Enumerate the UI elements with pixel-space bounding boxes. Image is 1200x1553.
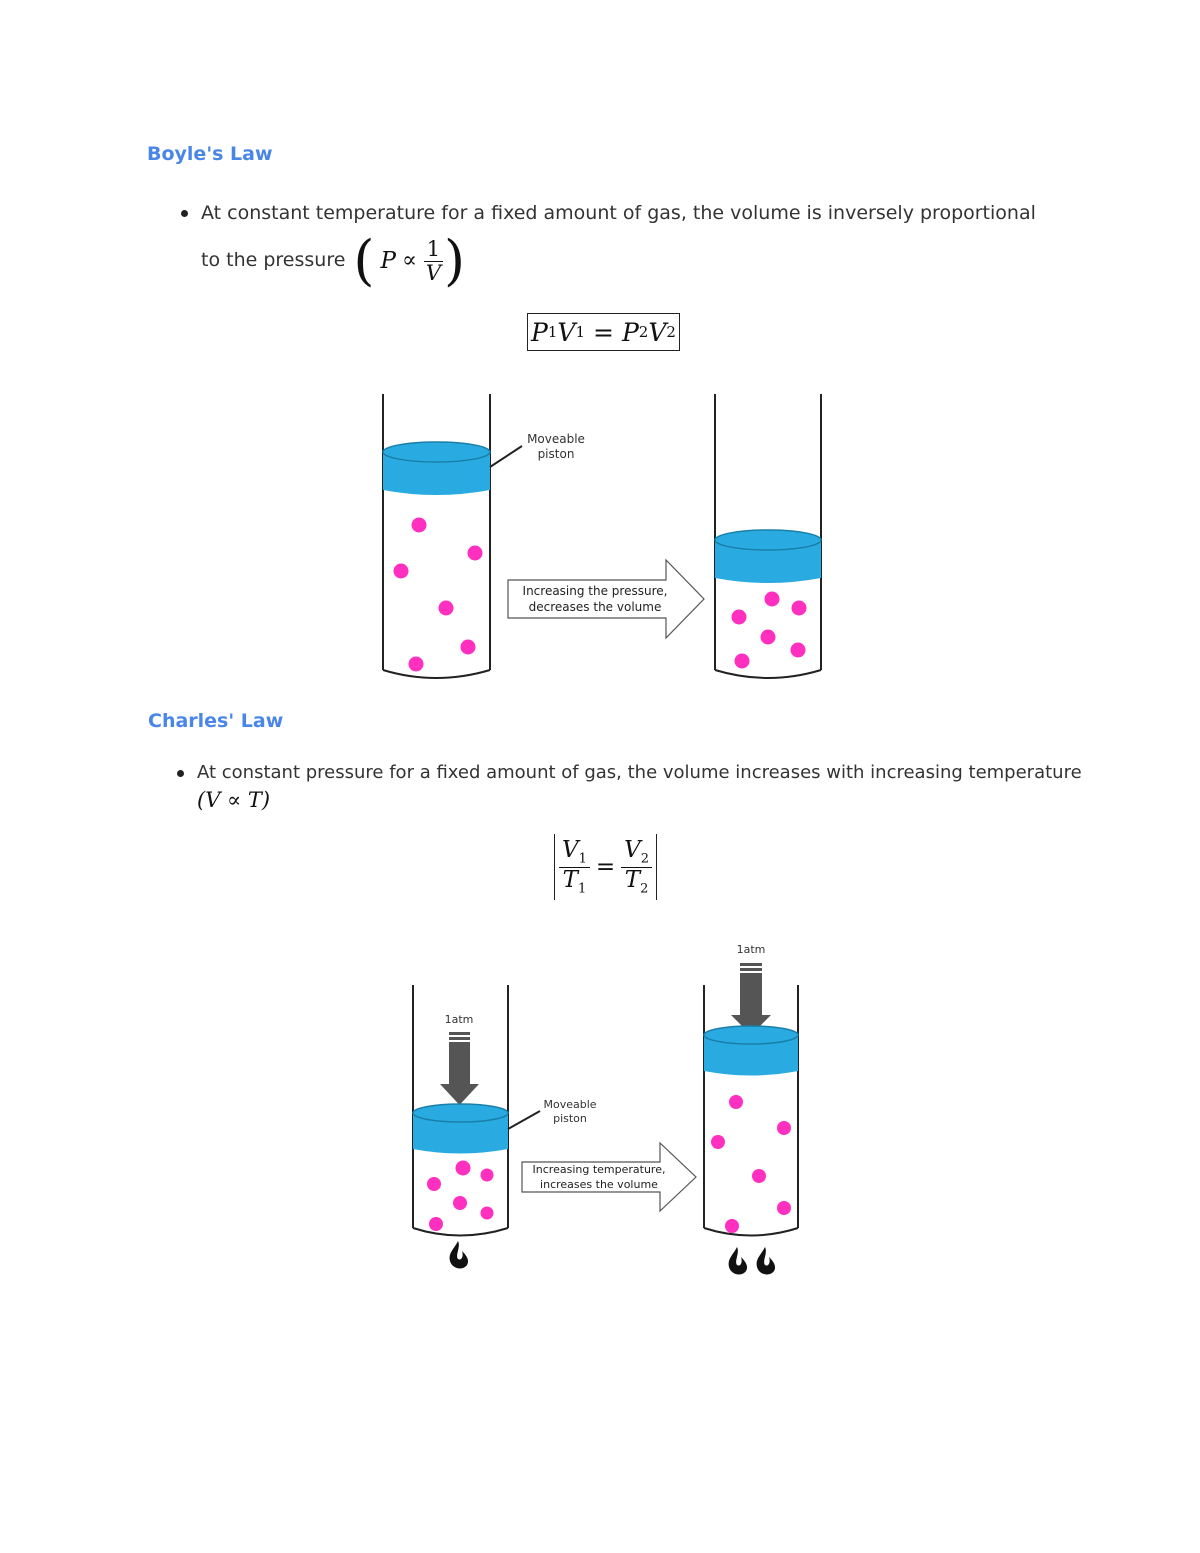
eq-t2-sub: 2 xyxy=(640,881,649,897)
pressure-label-right: 1atm xyxy=(737,943,766,956)
charles-equation: V1 T1 = V2 T2 xyxy=(554,834,657,900)
eq-t1-sub: 1 xyxy=(577,881,587,897)
eq-v1: V xyxy=(557,317,576,347)
eq-t1: T xyxy=(562,866,578,893)
eq-fraction-right: V2 T2 xyxy=(621,837,653,897)
flame-icon xyxy=(728,1247,748,1275)
piston-label-1: Moveable xyxy=(527,432,585,446)
flame-icon xyxy=(756,1247,776,1275)
eq-v1: V xyxy=(561,837,579,864)
left-particles xyxy=(393,517,483,672)
arrow-label-1: Increasing the pressure, xyxy=(523,584,668,598)
fraction-denominator: V xyxy=(425,260,442,285)
eq-v2: V xyxy=(624,837,641,864)
boyle-relation: ( P ∝ 1 V ) xyxy=(353,234,465,288)
arrow-label-2: increases the volume xyxy=(540,1178,658,1191)
relation-fraction: 1 V xyxy=(423,238,444,285)
eq-equals: = xyxy=(595,854,616,880)
arrow-label-2: decreases the volume xyxy=(529,600,662,614)
eq-v2-sub: 2 xyxy=(640,851,650,867)
right-particles xyxy=(731,591,807,669)
eq-v2-sub: 2 xyxy=(666,323,676,341)
eq-p1: P xyxy=(531,317,548,347)
piston-pointer-line xyxy=(489,445,523,468)
left-piston xyxy=(382,441,491,495)
right-particles xyxy=(711,1095,791,1233)
eq-v1-sub: 1 xyxy=(575,323,586,341)
relation-symbol: ∝ xyxy=(401,248,417,274)
boyle-heading: Boyle's Law xyxy=(147,143,273,165)
bullet-dot xyxy=(181,210,188,217)
left-piston xyxy=(412,1103,509,1154)
piston-pointer-line xyxy=(507,1110,541,1130)
pressure-arrow-right xyxy=(731,963,771,1035)
process-arrow xyxy=(521,1141,697,1213)
charles-bullet-line1: At constant pressure for a fixed amount … xyxy=(197,762,1082,783)
flame-icon xyxy=(449,1241,469,1269)
piston-label-2: piston xyxy=(553,1112,587,1125)
right-piston xyxy=(714,529,822,583)
eq-t2: T xyxy=(624,866,641,893)
left-cylinder xyxy=(412,985,509,1237)
right-cylinder xyxy=(714,394,822,679)
eq-equals: = xyxy=(593,317,614,347)
piston-label-1: Moveable xyxy=(543,1098,596,1111)
bullet-dot xyxy=(177,770,184,777)
eq-p1-sub: 1 xyxy=(547,323,558,341)
left-paren: ( xyxy=(353,229,375,292)
boyle-bullet-line1: At constant temperature for a fixed amou… xyxy=(201,202,1036,224)
boyle-bullet-line2: to the pressure xyxy=(201,249,346,272)
eq-p2-sub: 2 xyxy=(638,323,649,341)
boyle-diagram: Moveable piston Increasing the pressure,… xyxy=(382,394,822,679)
eq-fraction-left: V1 T1 xyxy=(558,837,590,897)
process-arrow xyxy=(507,558,705,640)
right-piston xyxy=(703,1025,799,1076)
relation-lhs: P xyxy=(380,247,396,274)
charles-relation: (V ∝ T) xyxy=(197,788,271,812)
left-cylinder xyxy=(382,394,491,679)
eq-p2: P xyxy=(621,317,639,347)
charles-heading: Charles' Law xyxy=(148,710,284,732)
left-particles xyxy=(427,1160,494,1231)
boyle-bullet: At constant temperature for a fixed amou… xyxy=(181,202,1101,226)
pressure-arrow-left xyxy=(440,1032,479,1105)
right-cylinder xyxy=(703,985,799,1237)
charles-bullet: At constant pressure for a fixed amount … xyxy=(177,762,1127,785)
arrow-label-1: Increasing temperature, xyxy=(533,1163,666,1176)
eq-v2: V xyxy=(648,317,667,347)
eq-v1-sub: 1 xyxy=(578,851,587,867)
piston-label-2: piston xyxy=(538,447,575,461)
charles-diagram: 1atm Moveable piston Increasing temperat… xyxy=(412,943,799,1275)
right-paren: ) xyxy=(444,229,466,292)
boyle-bullet-line2-row: to the pressure ( P ∝ 1 V ) xyxy=(201,226,465,296)
fraction-numerator: 1 xyxy=(423,238,444,262)
pressure-label-left: 1atm xyxy=(445,1013,474,1026)
